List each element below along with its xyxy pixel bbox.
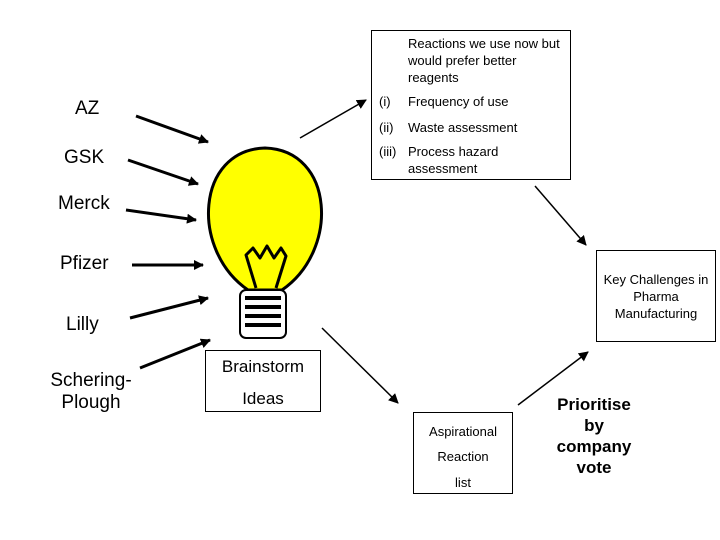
reactions-box: Reactions we use now but would prefer be…	[371, 30, 571, 180]
company-label-pfizer: Pfizer	[60, 253, 109, 274]
light-bulb-icon	[207, 146, 323, 339]
company-label-gsk: GSK	[64, 147, 105, 168]
arrow-reactions-to-challenges	[534, 185, 587, 246]
reactions-item-2-text: Waste assessment	[408, 120, 518, 135]
arrow-merck	[125, 208, 197, 224]
challenges-text: Key Challenges in Pharma Manufacturing	[603, 271, 709, 321]
company-label-az: AZ	[75, 98, 100, 119]
company-arrows	[125, 114, 211, 370]
arrow-prioritise-to-challenges	[517, 351, 589, 406]
challenges-box: Key Challenges in Pharma Manufacturing	[596, 250, 716, 342]
aspirational-line-1: Aspirational	[429, 424, 497, 439]
reactions-heading: Reactions we use now but would prefer be…	[408, 36, 560, 85]
reactions-item-1-marker: (i)	[379, 94, 391, 109]
arrow-gsk	[127, 158, 199, 186]
reactions-item-3-marker: (iii)	[379, 144, 397, 159]
cycle-arrows	[299, 99, 589, 406]
company-label-lilly: Lilly	[66, 314, 99, 335]
prioritise-text: Prioritise by company vote	[556, 395, 632, 477]
aspirational-line-3: list	[455, 475, 471, 490]
arrow-bulb-to-reactions	[299, 99, 367, 139]
brainstorm-title: Brainstorm	[221, 357, 305, 376]
brainstorm-subtitle: Ideas	[242, 389, 284, 408]
aspirational-line-2: Reaction	[437, 449, 489, 464]
arrow-lilly	[129, 295, 209, 320]
arrow-az	[135, 114, 209, 144]
brainstorm-box: Brainstorm Ideas	[205, 350, 321, 412]
arrow-brainstorm-to-aspirational	[321, 327, 399, 404]
reactions-item-2-marker: (ii)	[379, 120, 394, 135]
aspirational-box: Aspirational Reaction list	[413, 412, 513, 494]
arrow-schering	[139, 338, 211, 370]
reactions-item-1-text: Frequency of use	[408, 94, 509, 109]
company-label-merck: Merck	[58, 193, 110, 214]
company-label-schering-plough: Schering- Plough	[50, 370, 132, 413]
reactions-item-3-text: Process hazard assessment	[408, 144, 499, 176]
